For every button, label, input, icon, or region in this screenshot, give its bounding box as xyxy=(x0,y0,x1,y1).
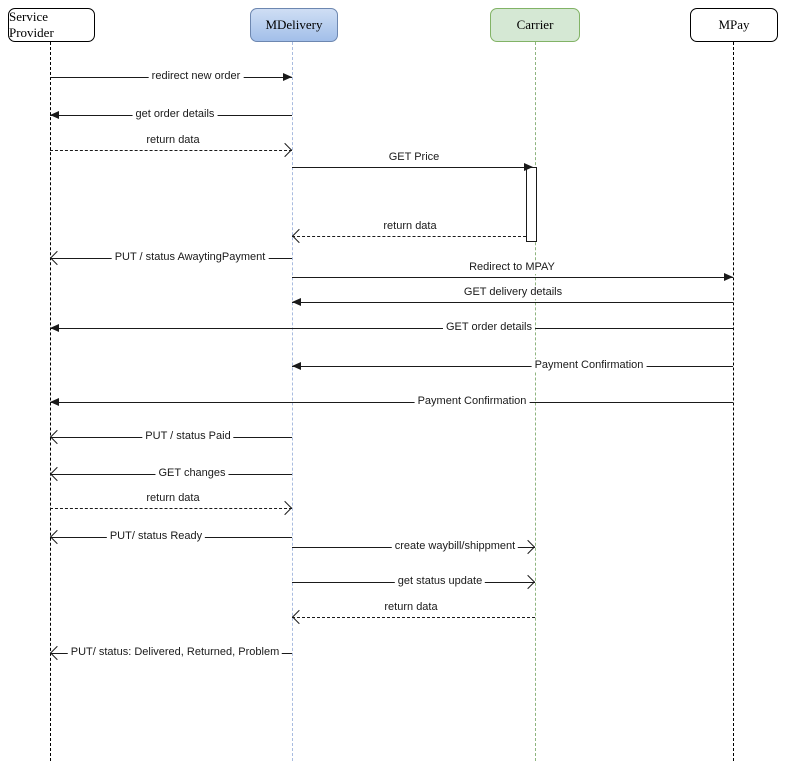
filled-arrowhead-left-icon xyxy=(50,324,59,332)
message-label: Payment Confirmation xyxy=(531,359,647,372)
message-label: GET Price xyxy=(385,151,443,164)
activation-bar-carrier xyxy=(526,167,537,242)
message-line xyxy=(50,328,733,329)
open-arrowhead-right-icon xyxy=(520,574,536,590)
open-arrowhead-right-icon xyxy=(277,500,293,516)
lifeline-mpay xyxy=(733,42,734,761)
message-label: return data xyxy=(143,492,203,505)
message-label: GET order details xyxy=(442,321,536,334)
lifeline-mdelivery xyxy=(292,42,293,761)
message-label: GET changes xyxy=(155,467,229,480)
open-arrowhead-left-icon xyxy=(49,250,65,266)
open-arrowhead-right-icon xyxy=(277,142,293,158)
filled-arrowhead-left-icon xyxy=(50,398,59,406)
filled-arrowhead-right-icon xyxy=(524,163,533,171)
message-label: Payment Confirmation xyxy=(414,395,530,408)
message-line xyxy=(50,402,733,403)
message-label: create waybill/shippment xyxy=(391,540,519,553)
filled-arrowhead-left-icon xyxy=(50,111,59,119)
open-arrowhead-left-icon xyxy=(49,466,65,482)
open-arrowhead-left-icon xyxy=(291,609,307,625)
open-arrowhead-left-icon xyxy=(291,228,307,244)
participant-mdelivery: MDelivery xyxy=(250,8,338,42)
message-line xyxy=(50,508,292,509)
message-label: PUT / status Paid xyxy=(142,430,234,443)
message-label: Redirect to MPAY xyxy=(466,261,558,274)
message-label: return data xyxy=(380,220,440,233)
filled-arrowhead-left-icon xyxy=(292,298,301,306)
message-label: redirect new order xyxy=(148,70,244,83)
open-arrowhead-right-icon xyxy=(520,539,536,555)
message-label: PUT / status AwaytingPayment xyxy=(111,251,269,264)
participant-carrier: Carrier xyxy=(490,8,580,42)
open-arrowhead-left-icon xyxy=(49,429,65,445)
message-line xyxy=(292,617,535,618)
participant-mpay: MPay xyxy=(690,8,778,42)
filled-arrowhead-right-icon xyxy=(283,73,292,81)
message-line xyxy=(292,236,526,237)
message-line xyxy=(50,150,292,151)
message-label: return data xyxy=(143,134,203,147)
participant-name: Carrier xyxy=(516,17,554,32)
filled-arrowhead-left-icon xyxy=(292,362,301,370)
message-label: PUT/ status: Delivered, Returned, Proble… xyxy=(67,646,283,659)
message-label: GET delivery details xyxy=(460,286,566,299)
message-line xyxy=(292,366,733,367)
filled-arrowhead-right-icon xyxy=(724,273,733,281)
message-line xyxy=(292,167,533,168)
participant-name: MPay xyxy=(718,17,750,32)
message-line xyxy=(292,277,733,278)
message-label: PUT/ status Ready xyxy=(106,530,206,543)
lifeline-carrier xyxy=(535,42,536,761)
participant-name: Service Provider xyxy=(9,9,54,40)
participant-name: MDelivery xyxy=(265,17,323,32)
message-label: get status update xyxy=(394,575,486,588)
participant-service-provider: Service Provider xyxy=(8,8,95,42)
open-arrowhead-left-icon xyxy=(49,645,65,661)
open-arrowhead-left-icon xyxy=(49,529,65,545)
message-line xyxy=(292,302,733,303)
message-label: get order details xyxy=(132,108,218,121)
message-label: return data xyxy=(381,601,441,614)
